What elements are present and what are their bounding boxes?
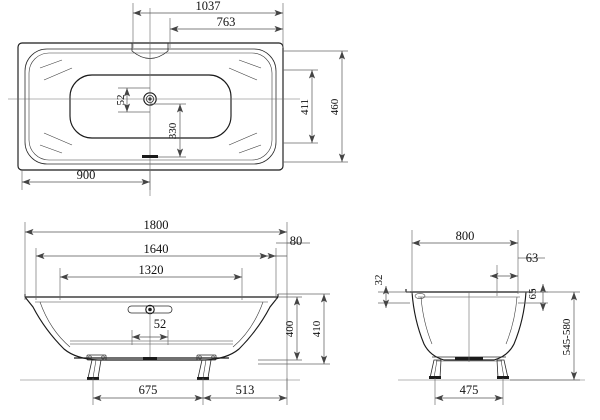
- dimlabel-1037: 1037: [196, 0, 221, 13]
- side-view-overflow-fitting: [414, 293, 426, 299]
- dimlabel-80: 80: [290, 234, 303, 248]
- top-view-basin: [69, 74, 232, 139]
- top-view-group: 1037 763 52 330 900 411 460: [8, 0, 348, 196]
- top-view-waste-slot: [142, 155, 158, 158]
- dimlabel-475: 475: [460, 383, 479, 397]
- side-view-group: 800 63 32 65 545-580 475: [373, 229, 585, 405]
- dimlabel-65: 65: [527, 288, 539, 300]
- dimlabel-411: 411: [299, 99, 311, 115]
- dimlabel-545-580: 545-580: [561, 318, 573, 355]
- side-view-foot-left: [429, 359, 442, 379]
- top-view-rim-inner-edge: [24, 48, 277, 165]
- dimlabel-32: 32: [373, 275, 385, 286]
- front-view-group: 1800 1640 1320 80 52 400 410: [20, 218, 330, 405]
- dimlabel-460: 460: [329, 98, 341, 115]
- side-view-inner-right: [505, 296, 518, 345]
- top-view-outer-rim: [17, 42, 284, 171]
- top-view-hatch-left: [39, 59, 73, 154]
- front-view-waste-core: [148, 307, 152, 312]
- dimlabel-410: 410: [311, 320, 323, 337]
- dimlabel-1800: 1800: [144, 218, 169, 232]
- dimlabel-900: 900: [77, 168, 96, 182]
- dimlabel-1640: 1640: [144, 242, 169, 256]
- dimlabel-1320: 1320: [139, 263, 164, 277]
- top-view-rim-secondary-edge: [28, 52, 273, 161]
- side-view-inner-left: [420, 296, 433, 345]
- dimlabel-52-front: 52: [154, 317, 167, 331]
- dimlabel-52-top: 52: [115, 95, 127, 106]
- dimlabel-675: 675: [139, 383, 158, 397]
- top-view-hatch-right: [228, 59, 262, 154]
- front-view-inner-left: [39, 301, 71, 348]
- front-view-body-outline: [24, 296, 279, 361]
- front-view-waste-foot: [143, 357, 157, 360]
- side-view-foot-right: [496, 359, 509, 379]
- dimlabel-330: 330: [167, 122, 179, 139]
- dimlabel-63: 63: [526, 251, 539, 265]
- front-view-inner-right: [232, 301, 264, 348]
- dimlabel-800: 800: [456, 229, 475, 243]
- dimlabel-513: 513: [236, 383, 255, 397]
- dimlabel-400: 400: [284, 320, 296, 337]
- dimlabel-763: 763: [217, 15, 236, 29]
